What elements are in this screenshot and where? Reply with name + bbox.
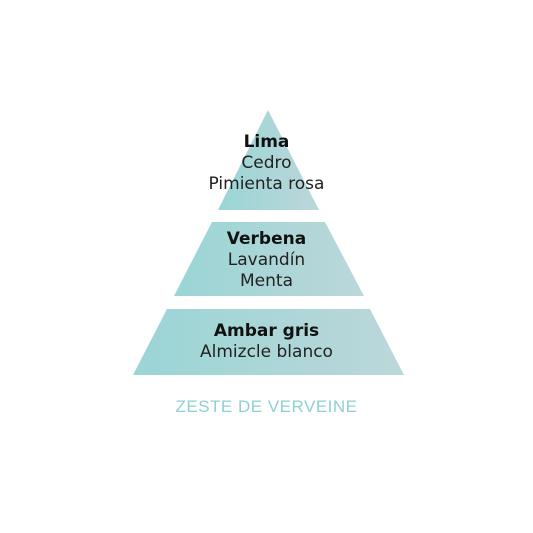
tier-middle-main: Verbena	[226, 229, 307, 249]
tier-base-sub-1: Almizcle blanco	[200, 342, 333, 362]
tier-top-main: Lima	[243, 132, 290, 152]
tier-top-sub-2: Pimienta rosa	[208, 174, 325, 194]
tier-middle-sub-1: Lavandín	[227, 250, 306, 270]
tier-middle-text: Verbena Lavandín Menta	[0, 229, 533, 292]
tier-base-main: Ambar gris	[213, 321, 320, 341]
tier-base-text: Ambar gris Almizcle blanco	[0, 321, 533, 363]
pyramid-tier-middle	[174, 222, 364, 296]
tier-middle-sub-2: Menta	[240, 271, 293, 291]
pyramid-tier-top	[218, 110, 319, 210]
tier-top-text: Lima Cedro Pimienta rosa	[0, 132, 533, 195]
pyramid-tier-base	[133, 309, 404, 375]
tier-top-sub-1: Cedro	[241, 153, 292, 173]
product-name-caption: ZESTE DE VERVEINE	[175, 397, 358, 416]
